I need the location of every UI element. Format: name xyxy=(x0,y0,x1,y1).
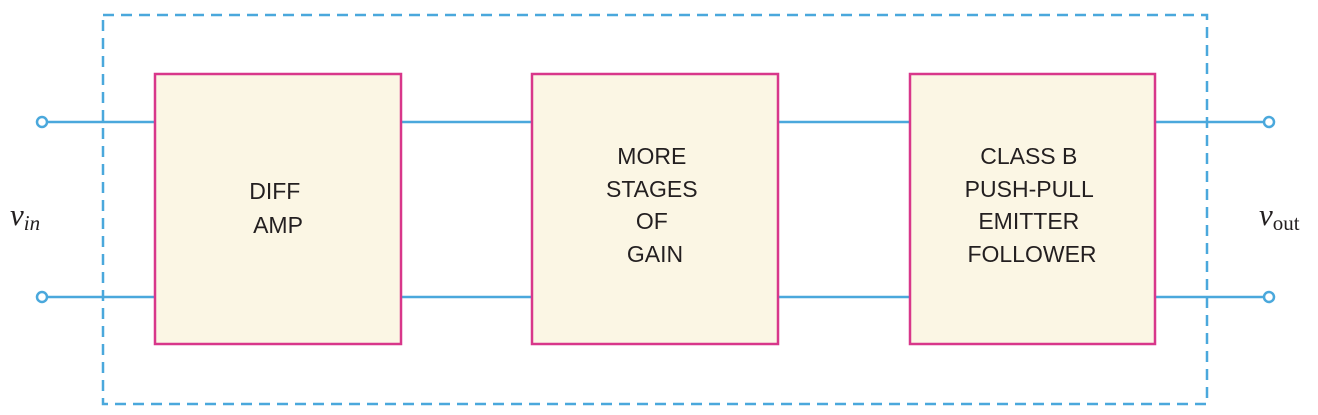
input-symbol: v xyxy=(10,197,24,232)
output-stage-label-line-2: PUSH-PULL xyxy=(965,176,1094,202)
svg-text:CLASS B PUSH-PULL: CLASS B PUSH-PULL EMITTER FOLLOWER xyxy=(965,143,1100,267)
diff-amp-label-line-1: DIFF xyxy=(249,178,300,204)
output-terminal-bottom xyxy=(1262,290,1276,304)
svg-text:DIFF AMP: DIFF AMP xyxy=(249,178,307,238)
input-subscript: in xyxy=(24,211,40,235)
gain-stages-label-line-2: STAGES xyxy=(606,176,698,202)
input-terminal-bottom xyxy=(35,290,49,304)
svg-text:MORE STAGES OF: MORE STAGES OF GAIN xyxy=(606,143,704,267)
input-terminal-top xyxy=(35,115,49,129)
output-subscript: out xyxy=(1273,211,1300,235)
output-stage-label-line-1: CLASS B xyxy=(980,143,1077,169)
output-stage-label-line-3: EMITTER xyxy=(978,208,1079,234)
output-stage-block: CLASS B PUSH-PULL EMITTER FOLLOWER xyxy=(908,72,1157,346)
output-symbol: v xyxy=(1259,197,1273,232)
output-stage-label-line-4: FOLLOWER xyxy=(967,241,1096,267)
diff-amp-label-line-2: AMP xyxy=(253,212,303,238)
diff-amp-block: DIFF AMP xyxy=(153,72,403,346)
output-label: vout xyxy=(1259,197,1300,235)
gain-stages-label-line-1: MORE xyxy=(617,143,686,169)
output-terminal-top xyxy=(1262,115,1276,129)
chip-boundary xyxy=(101,13,1209,406)
gain-stages-block: MORE STAGES OF GAIN xyxy=(530,72,780,346)
gain-stages-label-line-3: OF xyxy=(636,208,668,234)
input-label: vin xyxy=(10,197,40,235)
gain-stages-label-line-4: GAIN xyxy=(627,241,683,267)
